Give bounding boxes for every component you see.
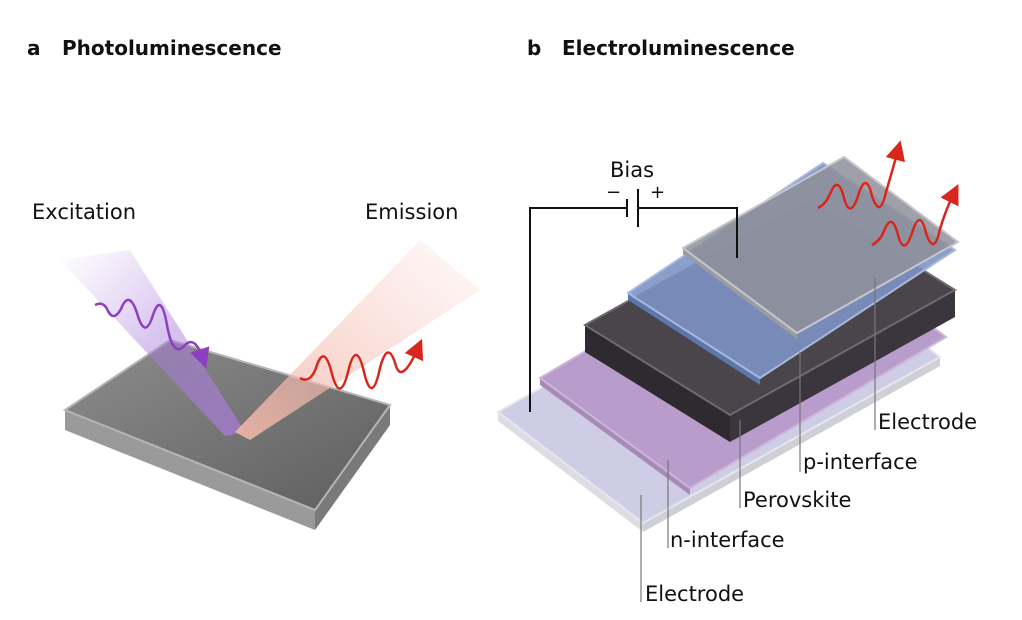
panel-a-title: Photoluminescence: [62, 36, 282, 60]
excitation-label: Excitation: [32, 200, 137, 224]
bias-minus: −: [606, 182, 622, 203]
n-interface-label: n-interface: [670, 528, 785, 552]
p-interface-label: p-interface: [803, 450, 918, 474]
panel-b-letter: b: [527, 36, 542, 60]
bias-circuit: [529, 189, 738, 412]
excitation-wave-icon: [94, 298, 210, 369]
emission-wave-icon: [299, 338, 424, 390]
bias-plus: +: [650, 182, 666, 203]
bias-label: Bias: [610, 158, 655, 182]
panel-b-title: Electroluminescence: [562, 36, 795, 60]
panel-a-letter: a: [27, 36, 41, 60]
emission-beam: [235, 240, 480, 440]
leader-lines: [640, 278, 876, 602]
perovskite-label: Perovskite: [743, 488, 852, 512]
top-electrode-layer: [681, 155, 960, 339]
top-electrode-label: Electrode: [878, 410, 978, 434]
emission-waves-b: [817, 140, 959, 247]
excitation-beam: [60, 250, 245, 436]
emission-label: Emission: [365, 200, 459, 224]
bottom-electrode-label: Electrode: [645, 582, 745, 606]
